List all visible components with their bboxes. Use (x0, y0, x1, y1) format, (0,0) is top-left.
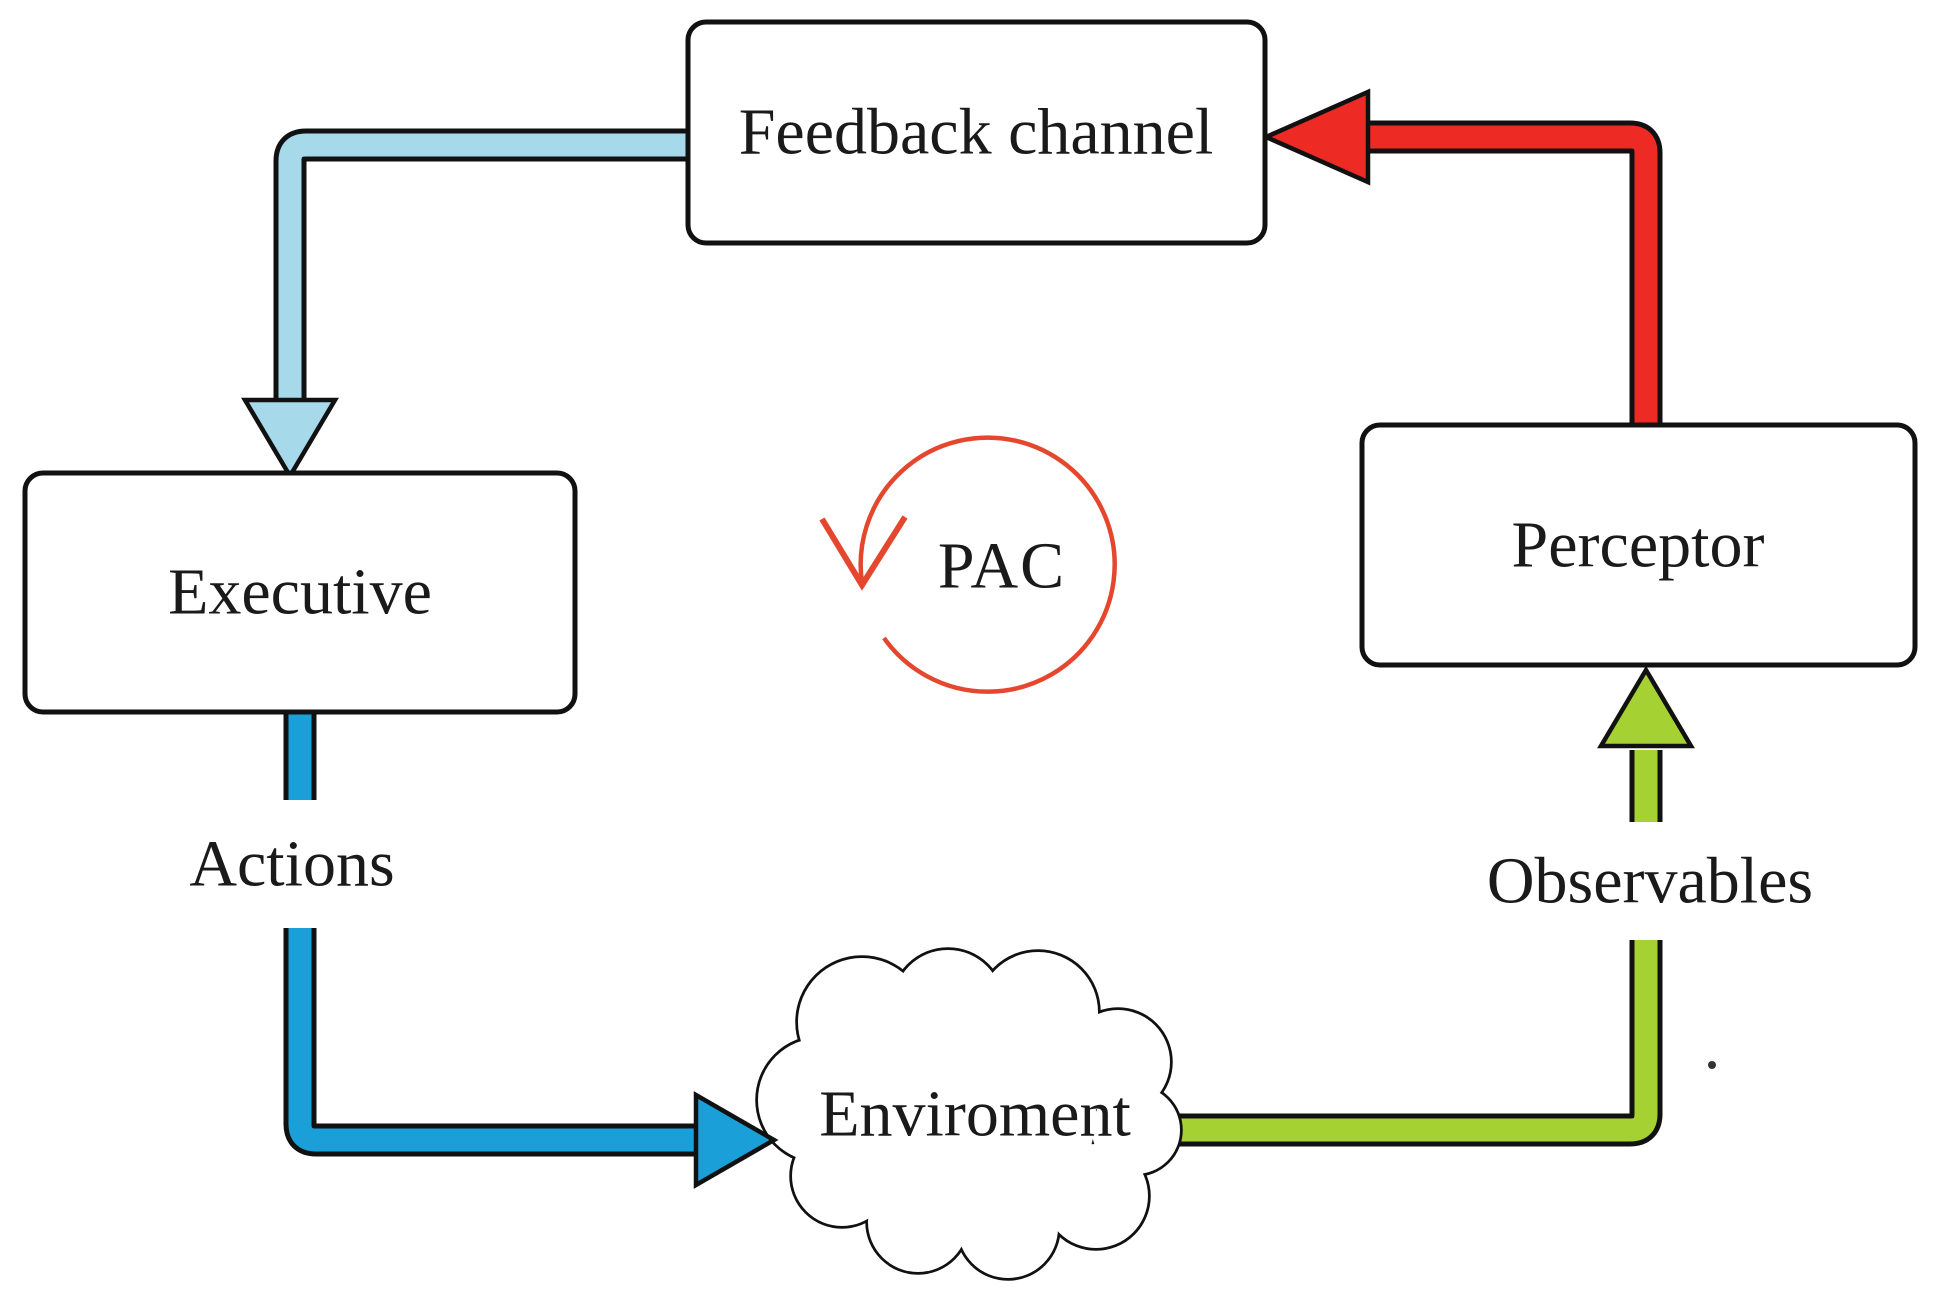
executive-arrowhead-icon (241, 397, 339, 481)
perceptor-to-feedback-arrow (1260, 88, 1663, 423)
perceptor-label: Perceptor (1512, 509, 1765, 582)
feedback-channel-label: Feedback channel (739, 96, 1214, 169)
perceptor-box: Perceptor (1359, 422, 1918, 668)
environment-to-perceptor-arrow (1150, 665, 1695, 1147)
executive-rect (22, 470, 578, 715)
perceptor-to-feedback-shaft (1366, 125, 1658, 423)
feedback-to-executive-arrow (273, 128, 689, 404)
observables-arrowhead-icon (1597, 665, 1695, 749)
executive-box: Executive (22, 470, 578, 715)
feedback-arrowhead-icon (1260, 88, 1371, 186)
feedback-channel-rect (685, 19, 1268, 246)
actions-label-background (172, 800, 412, 928)
feedback-channel-box: Feedback channel (685, 19, 1268, 246)
cycle-arrowhead-icon (819, 515, 908, 591)
cycle-arc-icon (858, 435, 1117, 694)
environment-to-perceptor-shaft (1150, 750, 1658, 1142)
perceptor-to-feedback-shaft-outline (1366, 120, 1663, 423)
observables-flow-label: Observables (1482, 822, 1818, 940)
stray-dot (1708, 1061, 1716, 1069)
pac-cycle-icon: PAC (819, 435, 1117, 694)
observables-label-background (1482, 822, 1818, 940)
perceptor-rect (1359, 422, 1918, 668)
feedback-to-executive-shaft (278, 133, 689, 404)
feedback-to-executive-shaft-outline (273, 128, 689, 404)
executive-to-environment-shaft (288, 714, 700, 1152)
observables-label: Observables (1487, 845, 1813, 918)
environment-arrowhead-icon (693, 1091, 779, 1189)
pac-label: PAC (938, 530, 1066, 603)
actions-flow-label: Actions (172, 800, 412, 928)
actions-label: Actions (189, 828, 394, 901)
executive-label: Executive (168, 556, 432, 629)
environment-label: Enviroment (819, 1078, 1131, 1151)
executive-to-environment-arrow (283, 714, 700, 1157)
